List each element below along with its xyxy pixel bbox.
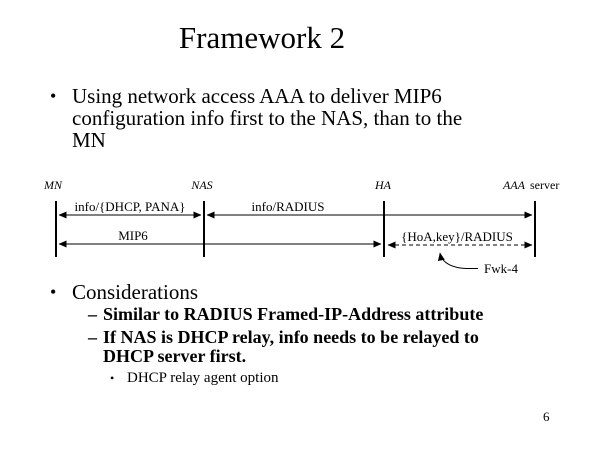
node-label-aaa: AAA xyxy=(502,178,526,192)
node-label-mn: MN xyxy=(43,178,63,192)
label-mip6: MIP6 xyxy=(118,228,148,243)
dash-icon: – xyxy=(88,304,97,324)
fwk4-pointer-arrow xyxy=(437,252,478,269)
dash-icon: – xyxy=(88,327,97,347)
sequence-diagram: MN NAS HA AAA server info/{DHCP, PANA} i… xyxy=(43,178,559,276)
subbullet-dhcp-relay: – If NAS is DHCP relay, info needs to be… xyxy=(88,328,479,366)
subbullet-dhcp-relay-line1: If NAS is DHCP relay, info needs to be r… xyxy=(103,327,479,347)
subbullet-dhcp-relay-agent-text: DHCP relay agent option xyxy=(127,370,279,386)
subbullet-dhcp-relay-line2: DHCP server first. xyxy=(103,346,247,366)
page-number: 6 xyxy=(543,409,550,424)
subbullet-dhcp-relay-agent: • DHCP relay agent option xyxy=(110,370,279,386)
node-label-nas: NAS xyxy=(190,178,212,192)
subbullet-dhcp-relay-text: If NAS is DHCP relay, info needs to be r… xyxy=(103,328,479,366)
node-label-aaa-suffix: server xyxy=(530,178,559,192)
bullet-icon: • xyxy=(110,371,115,385)
bullet-intro: • Using network access AAA to deliver MI… xyxy=(50,85,462,151)
label-info-dhcp-pana: info/{DHCP, PANA} xyxy=(75,199,186,214)
label-hoa-key-radius: {HoA,key}/RADIUS xyxy=(401,229,513,244)
bullet-icon: • xyxy=(50,282,57,302)
bullet-icon: • xyxy=(50,86,57,106)
bullet-intro-line1: Using network access AAA to deliver MIP6 xyxy=(72,84,442,108)
bullet-intro-text: Using network access AAA to deliver MIP6… xyxy=(72,85,462,151)
fwk4-label: Fwk-4 xyxy=(484,261,518,276)
label-info-radius: info/RADIUS xyxy=(252,199,325,214)
bullet-intro-line2: configuration info first to the NAS, tha… xyxy=(72,106,463,130)
subbullet-similar-radius-text: Similar to RADIUS Framed-IP-Address attr… xyxy=(103,304,484,324)
slide-title: Framework 2 xyxy=(178,20,346,55)
node-label-ha: HA xyxy=(374,178,392,192)
subbullet-similar-radius: – Similar to RADIUS Framed-IP-Address at… xyxy=(88,305,483,324)
bullet-intro-line3: MN xyxy=(72,128,106,152)
considerations-heading: Considerations xyxy=(72,280,198,304)
bullet-considerations: • Considerations xyxy=(50,281,198,303)
